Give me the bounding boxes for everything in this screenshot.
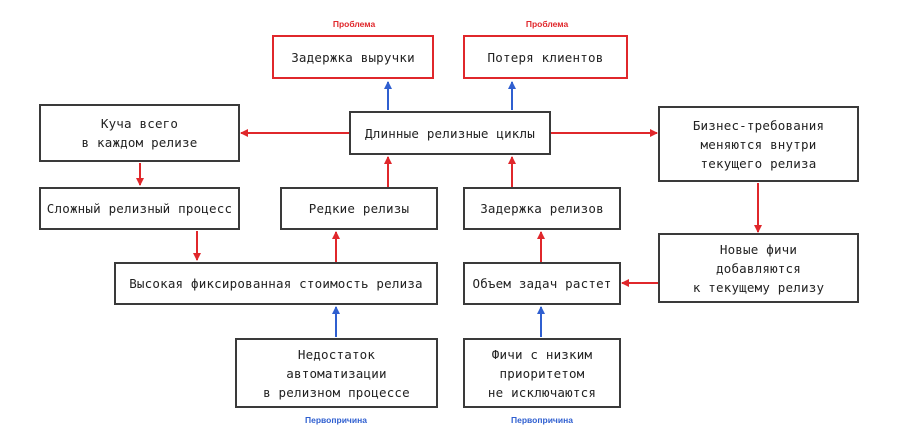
problem-label: Проблема: [332, 19, 376, 29]
node-business-requirements: Бизнес-требования меняются внутри текуще…: [658, 106, 859, 182]
node-customer-loss: Потеря клиентов: [463, 35, 628, 79]
problem-label: Проблема: [525, 19, 569, 29]
root-cause-label: Первопричина: [305, 415, 367, 425]
node-pile-in-release: Куча всего в каждом релизе: [39, 104, 240, 162]
node-lack-automation: Недостаток автоматизации в релизном проц…: [235, 338, 438, 408]
node-complex-process: Сложный релизный процесс: [39, 187, 240, 230]
node-low-priority-features: Фичи с низким приоритетом не исключаются: [463, 338, 621, 408]
node-long-release-cycles: Длинные релизные циклы: [349, 111, 551, 155]
node-revenue-delay: Задержка выручки: [272, 35, 434, 79]
root-cause-label: Первопричина: [511, 415, 573, 425]
node-fixed-cost: Высокая фиксированная стоимость релиза: [114, 262, 438, 305]
node-release-delay: Задержка релизов: [463, 187, 621, 230]
node-new-features: Новые фичи добавляются к текущему релизу: [658, 233, 859, 303]
node-scope-grows: Объем задач растет: [463, 262, 621, 305]
node-rare-releases: Редкие релизы: [280, 187, 438, 230]
